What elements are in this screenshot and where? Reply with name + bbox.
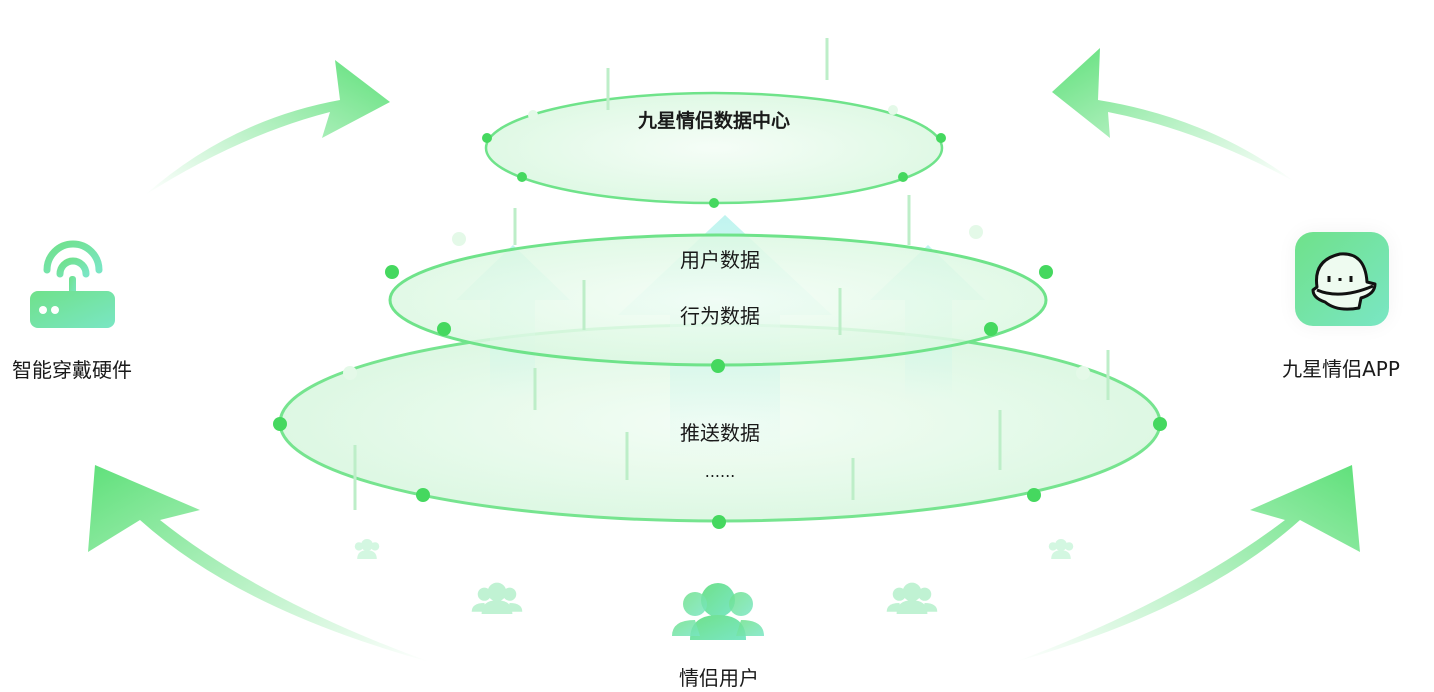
- faint-dots: [343, 105, 1090, 380]
- layer-label-push-data: 推送数据: [680, 421, 760, 445]
- users-icon-faint: [354, 539, 1074, 614]
- users-icon: [672, 583, 764, 640]
- app-logo-icon: [1295, 232, 1389, 326]
- arrow-bottom-right: [1015, 465, 1360, 662]
- app-label: 九星情侣APP: [1282, 357, 1400, 381]
- couple-users-label: 情侣用户: [679, 666, 759, 690]
- layer-label-more: ......: [704, 462, 736, 481]
- arrow-top-right: [1052, 48, 1295, 182]
- layer-label-behavior-data: 行为数据: [680, 304, 760, 328]
- router-icon: [30, 240, 115, 328]
- ring-dots: [273, 133, 1167, 529]
- arrow-bottom-left: [88, 465, 430, 662]
- wearable-hardware-label: 智能穿戴硬件: [12, 358, 132, 382]
- layer-label-user-data: 用户数据: [680, 248, 760, 272]
- light-streaks: [353, 38, 1110, 510]
- arrow-top-left: [145, 60, 390, 195]
- data-center-title: 九星情侣数据中心: [637, 110, 791, 132]
